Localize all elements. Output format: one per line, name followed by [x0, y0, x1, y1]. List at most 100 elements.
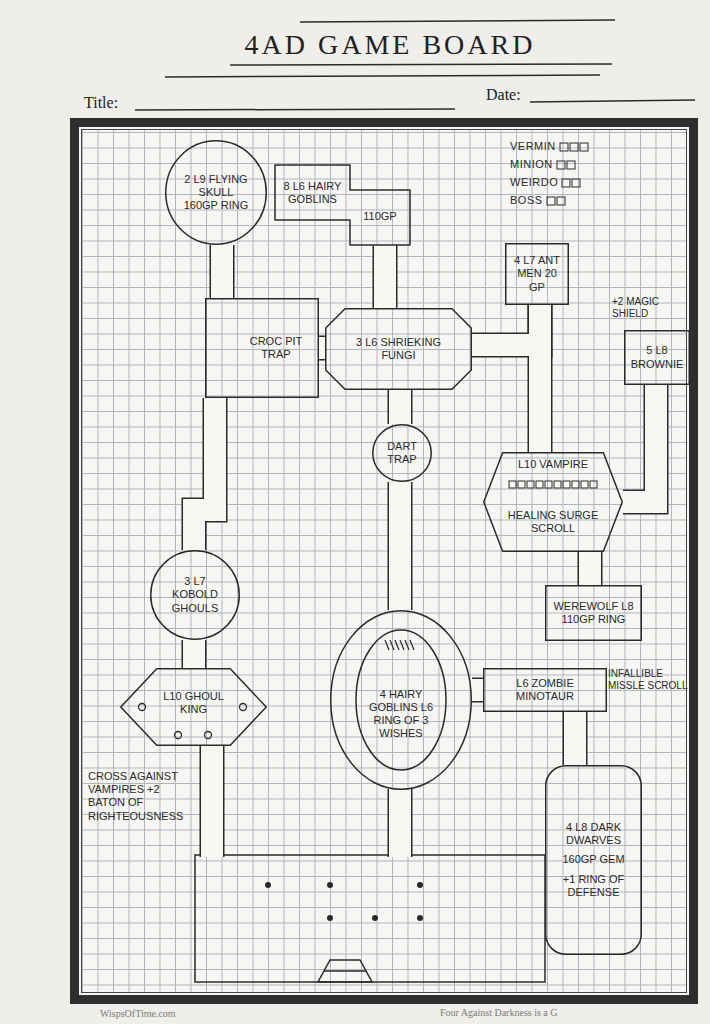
corridor-floor — [529, 305, 551, 452]
room-wall — [331, 611, 472, 790]
room-label: 4 L8 DARK DWARVES — [551, 821, 636, 847]
map-room: DART TRAP — [372, 424, 432, 482]
tally-boxes — [559, 142, 593, 152]
legend-text: WEIRDO — [510, 176, 558, 189]
loot-note: INFALLIBLE MISSLE SCROLL — [608, 668, 688, 692]
room-wall — [275, 165, 410, 245]
corridor-outline — [388, 390, 413, 424]
room-wall — [484, 669, 607, 712]
map-room: L10 GHOUL KING — [120, 668, 267, 746]
tally-box — [562, 179, 570, 187]
room-label: L10 GHOUL KING — [150, 690, 237, 716]
room-wall — [166, 141, 267, 245]
hatch-line — [395, 640, 399, 650]
tally-box — [509, 481, 516, 488]
legend-text: VERMIN — [510, 140, 556, 153]
tally-box — [527, 481, 534, 488]
corridor-floor — [564, 712, 586, 765]
tally-box — [572, 481, 579, 488]
map-room: 4 L8 DARK DWARVES160GP GEM+1 RING OF DEF… — [545, 765, 642, 955]
tally-boxes — [556, 160, 580, 170]
room-label: CROC PIT TRAP — [239, 335, 313, 361]
tally-box — [581, 481, 588, 488]
hatch-line — [410, 640, 414, 650]
corridor-floor — [623, 385, 656, 502]
hall-outline — [195, 855, 545, 982]
map-room: L6 ZOMBIE MINOTAUR — [483, 668, 607, 712]
tally-box — [572, 179, 580, 187]
map-room: 4 L7 ANT MEN 20 GP — [505, 243, 569, 305]
legend-entry: VERMIN — [510, 138, 630, 156]
tally-box — [567, 161, 575, 169]
hatch-line — [385, 640, 389, 650]
room-label: 2 L9 FLYING SKULL — [179, 173, 253, 199]
corridor-floor — [579, 552, 601, 585]
corridor-floor — [319, 337, 325, 359]
corridor-outline — [623, 385, 656, 502]
room-note: 160GP RING — [184, 199, 249, 212]
room-label: 3 L7 KOBOLD GHOULS — [162, 575, 228, 615]
loot-note: +2 MAGIC SHIELD — [612, 296, 688, 320]
corridor-floor — [389, 789, 411, 857]
tally-box — [536, 481, 543, 488]
title-line — [135, 109, 455, 110]
map-room: 8 L6 HAIRY GOBLINS110GP — [275, 165, 410, 245]
map-room: 3 L6 SHRIEKING FUNGI — [325, 308, 472, 390]
room-wall — [546, 766, 642, 955]
legend-text: MINION — [510, 158, 553, 171]
room-wall — [121, 669, 267, 746]
rule — [165, 75, 600, 77]
hatch-line — [400, 640, 404, 650]
room-label: L10 VAMPIRE — [501, 456, 605, 474]
room-note: HEALING SURGE SCROLL — [503, 498, 603, 546]
rule — [230, 64, 612, 65]
stairs — [318, 960, 372, 982]
date-line — [530, 100, 695, 102]
tally-box — [557, 161, 565, 169]
legend: VERMINMINIONWEIRDOBOSS — [510, 138, 630, 210]
board-title: 4AD GAME BOARD — [150, 31, 630, 59]
map-room: L10 VAMPIRE HEALING SURGE SCROLL — [483, 452, 623, 552]
corridor-floors — [212, 746, 400, 857]
corridor-outline — [182, 640, 207, 668]
form-field-label: Title: — [84, 94, 144, 112]
tally-box — [580, 143, 588, 151]
room-label: L6 ZOMBIE MINOTAUR — [487, 677, 603, 703]
tally-box — [590, 481, 597, 488]
corridor-outline — [210, 245, 235, 298]
room-wall — [506, 244, 569, 305]
tally-box — [554, 481, 561, 488]
corridor-floor — [211, 245, 233, 298]
mark — [240, 704, 247, 711]
entrance-hall — [195, 855, 545, 982]
corridor-outlines — [194, 245, 656, 765]
tally-box — [545, 481, 552, 488]
stair-step — [324, 970, 366, 972]
corridor-floor — [201, 746, 223, 857]
map-room: 4 HAIRY GOBLINS L6 RING OF 3 WISHES — [330, 610, 472, 790]
room-wall — [625, 331, 690, 385]
room-label: 3 L6 SHRIEKING FUNGI — [347, 336, 450, 362]
form-field-label: Date: — [486, 86, 536, 104]
room-wall — [206, 299, 319, 398]
pillar — [265, 882, 271, 888]
pillar — [327, 915, 333, 921]
pillars — [265, 882, 423, 921]
inner-ring — [356, 630, 446, 770]
pillar — [417, 915, 423, 921]
corridor-outline — [373, 245, 398, 308]
tally-box — [557, 197, 565, 205]
pillar — [372, 915, 378, 921]
corridor-floor — [389, 482, 411, 610]
tally-box — [547, 197, 555, 205]
corridor-outline — [200, 746, 225, 857]
tally-box — [570, 143, 578, 151]
tally-boxes — [561, 178, 585, 188]
hatch-line — [390, 640, 394, 650]
room-wall — [373, 425, 432, 482]
room-wall — [546, 586, 642, 641]
corridor-outlines — [212, 746, 400, 857]
